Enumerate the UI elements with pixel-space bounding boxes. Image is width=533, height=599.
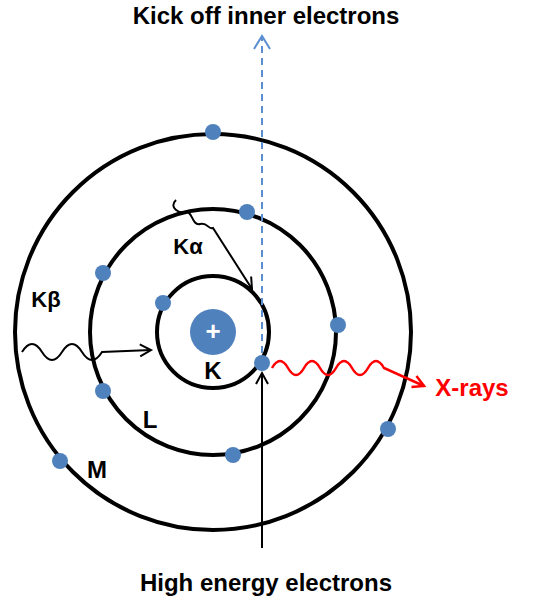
k-beta-wave [22, 344, 151, 360]
shell-ring: MLK+ [13, 132, 413, 532]
radiation-label: X-rays [435, 375, 508, 401]
k-alpha-wave [173, 200, 252, 289]
shell-ring: K+ [155, 274, 271, 390]
label-anchor: X-rays [472, 388, 533, 414]
shell-label: K [204, 358, 221, 384]
charge-sign: + [205, 317, 220, 346]
electron [330, 317, 346, 333]
electrons [52, 124, 396, 469]
caption-text: Kick off inner electrons [133, 3, 400, 29]
label-anchor: Kβ [46, 300, 75, 324]
label-anchor: Kick off inner electrons [266, 16, 533, 42]
electron [225, 447, 241, 463]
transition-label: Kβ [31, 288, 60, 312]
x-ray-wave [272, 361, 424, 386]
electron [52, 453, 68, 469]
transition-label: Kα [173, 235, 202, 259]
incident-electron-arrow [261, 373, 263, 548]
electron [205, 124, 221, 140]
electron [239, 204, 255, 220]
electron [254, 355, 270, 371]
label-anchor: Kα [188, 247, 217, 271]
ejected-electron-arrow [261, 36, 263, 353]
electron [155, 295, 171, 311]
caption-text: High energy electrons [140, 570, 392, 596]
shell-label: L [143, 407, 158, 433]
electron [95, 265, 111, 281]
nucleus: + [190, 309, 236, 355]
shell-ring: LK+ [88, 207, 338, 457]
electron [95, 383, 111, 399]
electron [380, 421, 396, 437]
shell-label: M [87, 457, 107, 483]
label-anchor: High energy electrons [266, 583, 518, 599]
